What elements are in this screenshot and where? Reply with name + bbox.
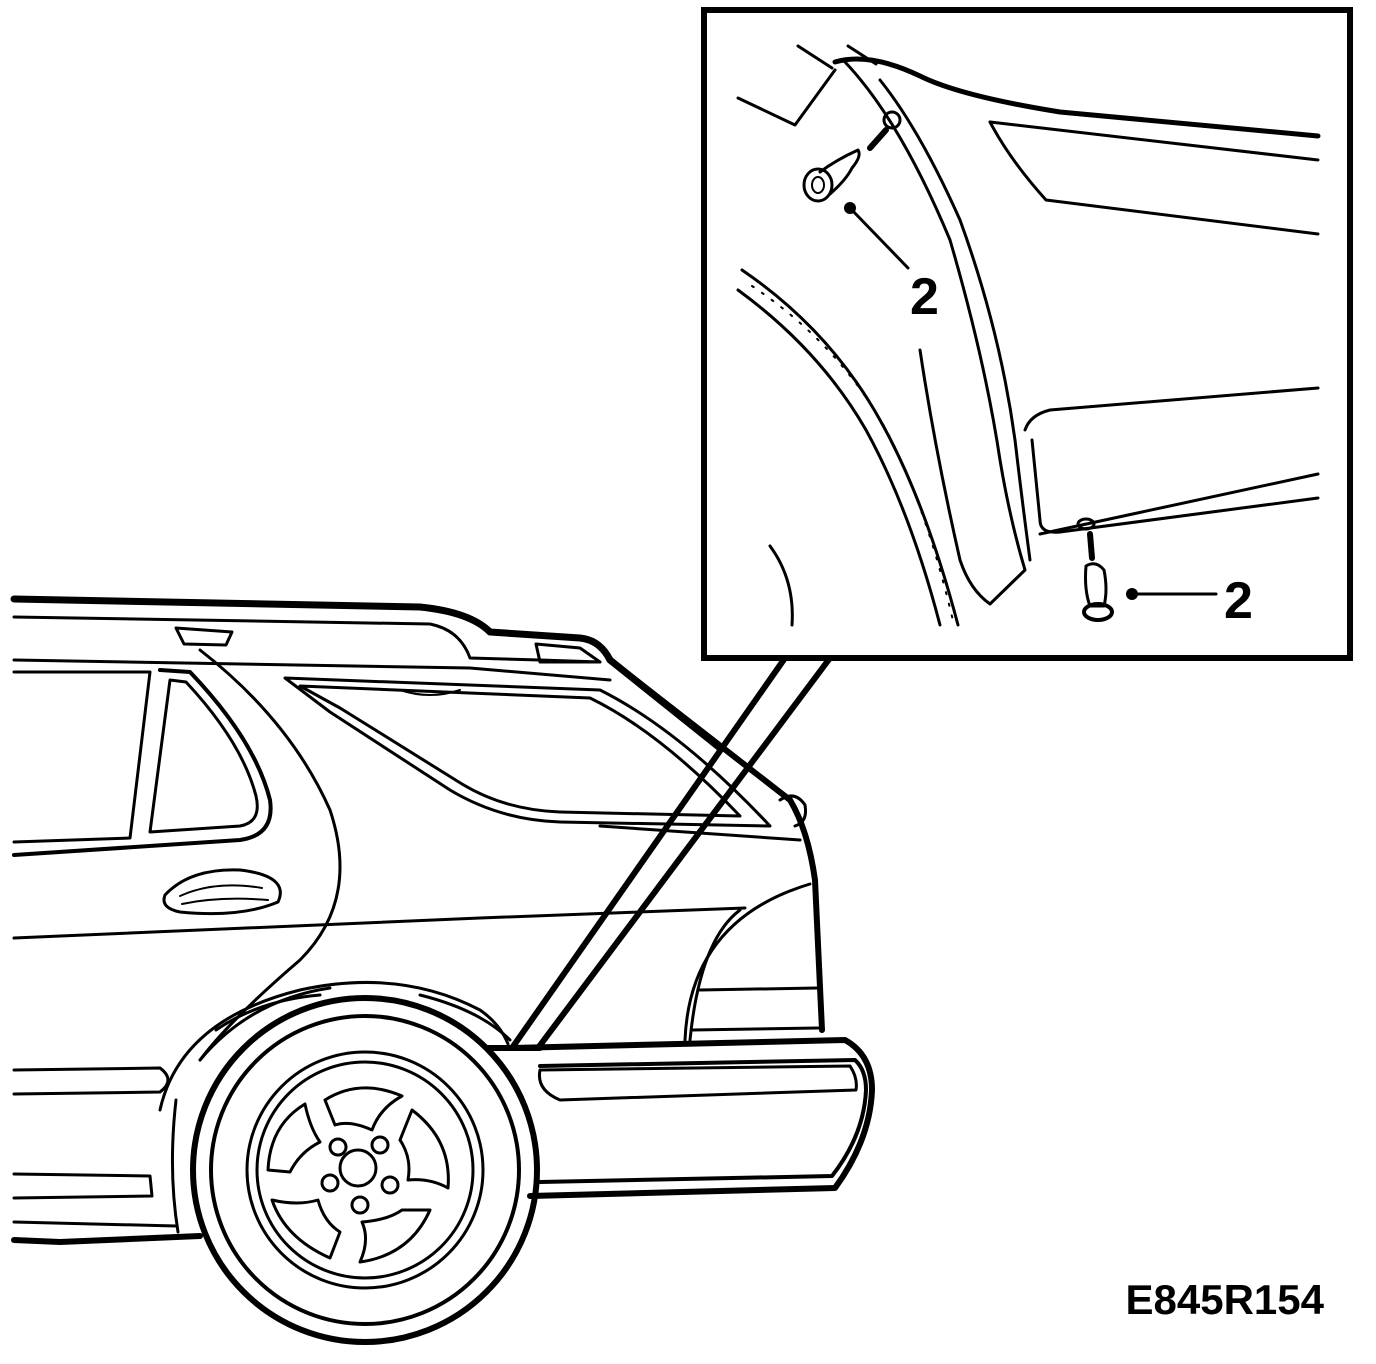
figure-code: E845R154 [1125, 1276, 1325, 1323]
detail-inset: 2 2 [701, 7, 1353, 661]
rear-wheel [190, 995, 540, 1345]
callout-label-lower-clip: 2 [1224, 572, 1253, 630]
rear-wheel-arch [158, 980, 512, 1112]
detail-pointer [485, 655, 833, 1051]
callout-label-upper-clip: 2 [910, 268, 939, 326]
car-body [10, 595, 875, 1245]
